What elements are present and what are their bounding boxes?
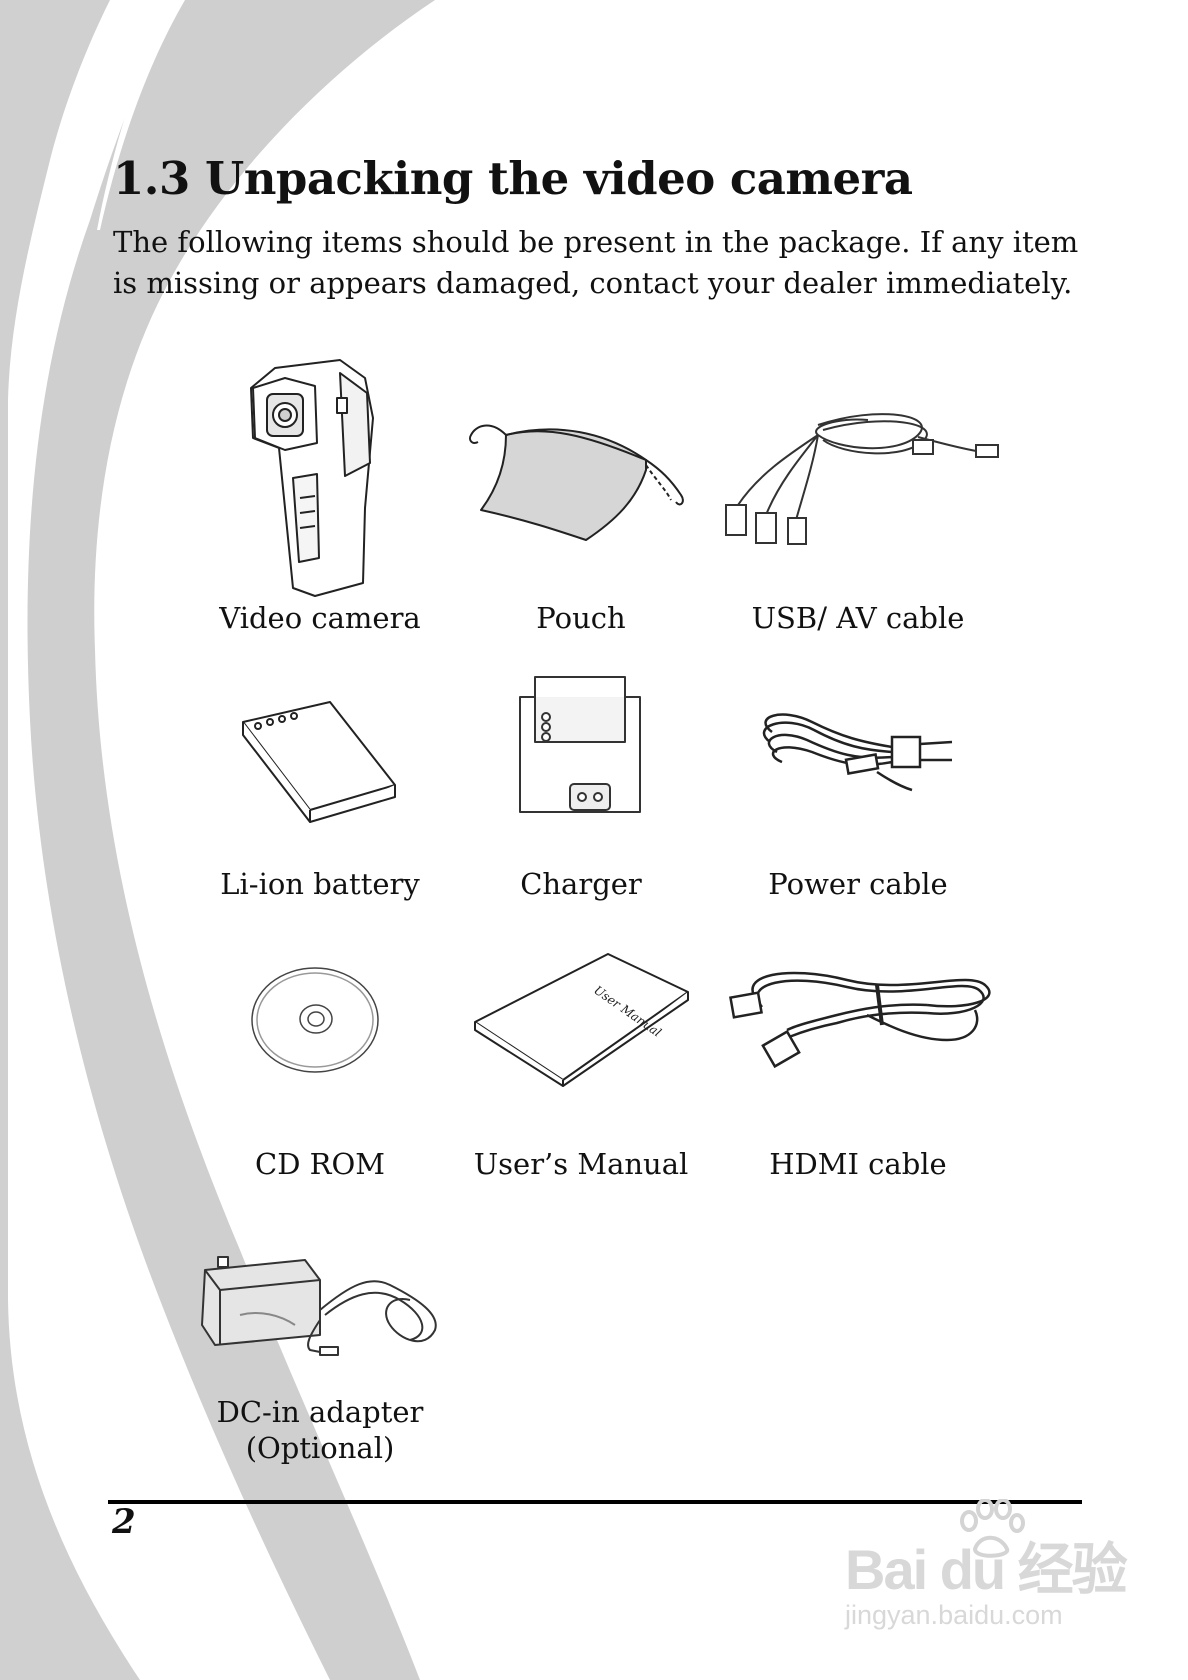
power-cable-icon: [762, 713, 953, 792]
item-label-battery: Li-ion battery: [220, 867, 420, 901]
paw-logo-icon: [960, 1499, 1025, 1558]
item-label-charger: Charger: [520, 867, 642, 901]
manual-icon: User Manual: [474, 953, 689, 1087]
baidu-watermark: Bai du 经验 jingyan.baidu.com: [845, 1499, 1130, 1635]
item-label-users-manual: User’s Manual: [473, 1147, 689, 1181]
dc-adapter-icon: [201, 1256, 437, 1356]
watermark-logo: Bai du 经验: [845, 1538, 1128, 1601]
intro-paragraph: The following items should be present in…: [113, 225, 1079, 300]
hdmi-cable-icon: [729, 971, 991, 1069]
watermark-url: jingyan.baidu.com: [845, 1600, 1063, 1630]
item-label-pouch: Pouch: [536, 601, 626, 635]
battery-icon: [242, 701, 396, 823]
item-label-hdmi-cable: HDMI cable: [769, 1147, 947, 1181]
item-label-video-camera: Video camera: [219, 601, 421, 635]
video-camera-icon: [250, 359, 374, 597]
item-label-power-cable: Power cable: [768, 867, 948, 901]
usb-av-cable-icon: [725, 413, 999, 545]
item-label-usb-av-cable: USB/ AV cable: [751, 601, 965, 635]
item-label-dc-adapter: DC-in adapter (Optional): [216, 1395, 424, 1465]
footer-rule: [108, 1500, 1082, 1504]
item-label-cd-rom: CD ROM: [255, 1147, 385, 1181]
cd-rom-icon: [251, 967, 379, 1073]
charger-icon: [519, 676, 641, 813]
section-title: 1.3 Unpacking the video camera: [113, 152, 913, 205]
pouch-icon: [468, 424, 684, 541]
page-number: 2: [112, 1502, 136, 1542]
